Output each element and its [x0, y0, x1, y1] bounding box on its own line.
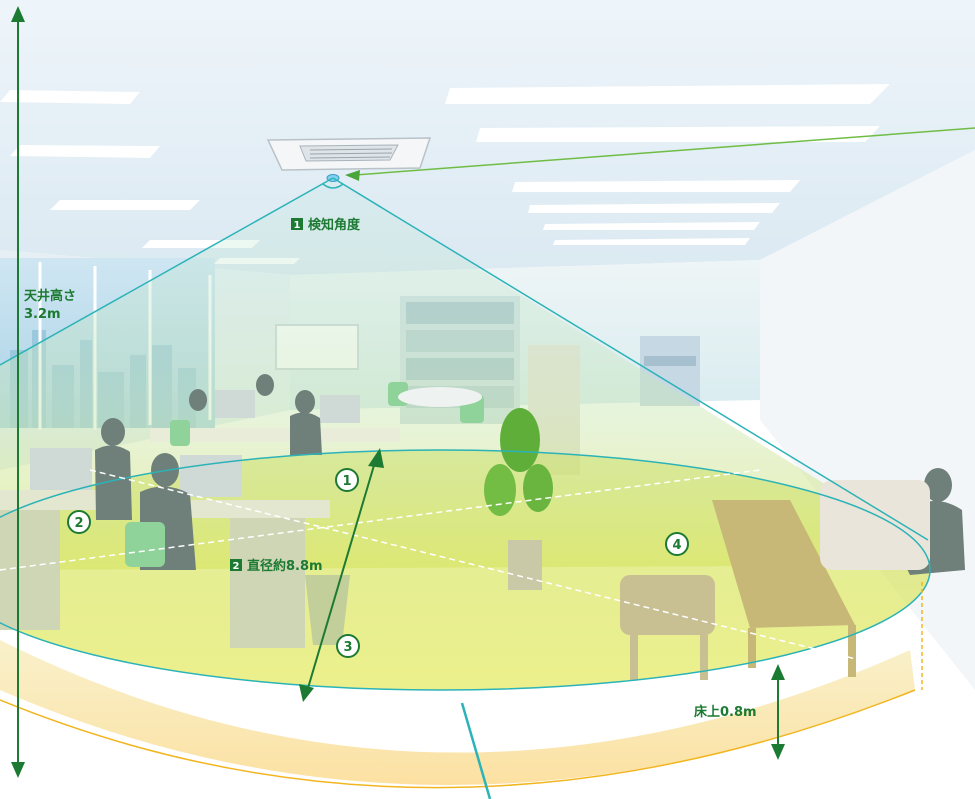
diameter-badge	[230, 559, 242, 571]
radius-arrow-top-icon	[368, 448, 384, 468]
floor-height-label: 床上0.8m	[694, 704, 757, 720]
round-table	[398, 387, 482, 407]
ceiling-arrow-bottom-icon	[11, 762, 25, 778]
ceiling-air-conditioner	[266, 137, 432, 171]
diameter-line-b	[89, 469, 861, 661]
marker-2-text: 2	[74, 516, 83, 531]
angle-badge	[291, 218, 303, 230]
trash-bin	[305, 575, 350, 645]
marker-4: 4	[665, 532, 689, 556]
sensor-pointer-head-icon	[345, 170, 360, 181]
diameter-label: 直径約8.8m	[247, 558, 323, 574]
ceiling-arrow-top-icon	[11, 6, 25, 22]
coffee-table	[712, 500, 856, 677]
chairs	[125, 382, 484, 567]
marker-3-text: 3	[343, 640, 352, 655]
marker-1-text: 1	[342, 474, 351, 489]
floor-zone	[0, 640, 915, 785]
floor-arrow-top-icon	[771, 664, 785, 680]
floor-arrow-bottom-icon	[771, 744, 785, 760]
armchair	[820, 480, 930, 570]
angle-label: 検知角度	[308, 217, 361, 233]
radius-arrow-bottom-icon	[299, 684, 314, 702]
marker-1: 1	[335, 468, 359, 492]
cone-edge-left	[0, 177, 334, 366]
diameter-badge-text: 2	[233, 561, 240, 572]
marker-2: 2	[67, 510, 91, 534]
bottom-pointer-line	[460, 702, 492, 799]
sensor-pointer-line	[354, 127, 975, 176]
cone-edge-right	[332, 177, 929, 541]
detection-disk-outline	[0, 449, 931, 691]
ceiling-height-label: 天井高さ	[24, 288, 76, 304]
monitors	[30, 390, 360, 497]
angle-arc	[322, 183, 344, 189]
marker-3: 3	[336, 634, 360, 658]
radius-arrow-line	[307, 461, 376, 689]
ceiling-height-value: 3.2m	[24, 307, 61, 322]
diameter-line-a	[0, 469, 761, 571]
sofa	[620, 575, 715, 680]
marker-4-text: 4	[672, 538, 681, 553]
angle-badge-text: 1	[294, 220, 301, 231]
